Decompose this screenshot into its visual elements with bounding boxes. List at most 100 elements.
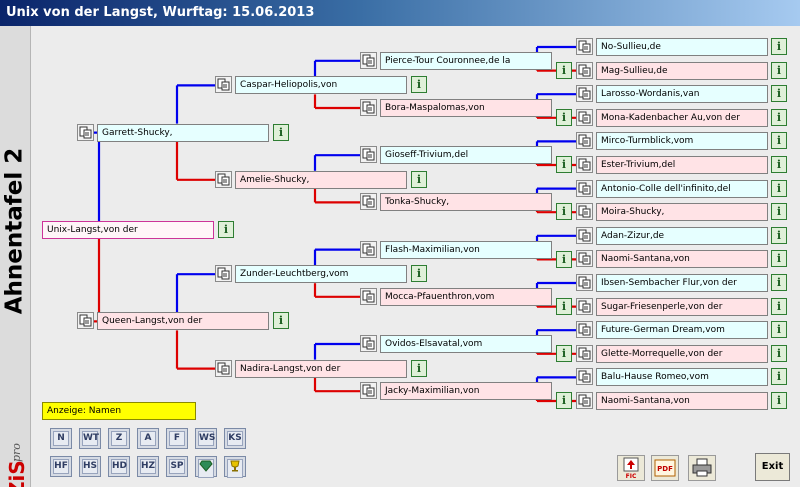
view-button-f[interactable]: F xyxy=(166,428,188,449)
info-button-gen3-1[interactable]: i xyxy=(556,109,572,126)
sire-box-gen1-0[interactable]: Garrett-Shucky, xyxy=(97,124,269,142)
sire-box-gen3-4[interactable]: Flash-Maximilian,von xyxy=(380,241,552,259)
view-button-sp[interactable]: SP xyxy=(166,456,188,477)
sire-box-gen4-14[interactable]: Balu-Hause Romeo,vom xyxy=(596,368,768,386)
info-button-gen4-8[interactable]: i xyxy=(771,227,787,244)
sire-box-gen2-2[interactable]: Zunder-Leuchtberg,vom xyxy=(235,265,407,283)
pedigree-button-gen4-3[interactable] xyxy=(576,109,593,126)
pedigree-button-gen3-7[interactable] xyxy=(360,382,377,399)
pedigree-button-gen3-6[interactable] xyxy=(360,335,377,352)
info-button-gen2-0[interactable]: i xyxy=(411,76,427,93)
pedigree-button-gen3-2[interactable] xyxy=(360,146,377,163)
info-button-gen3-6[interactable]: i xyxy=(556,345,572,362)
pedigree-button-gen2-0[interactable] xyxy=(215,76,232,93)
dam-box-gen3-7[interactable]: Jacky-Maximilian,von xyxy=(380,382,552,400)
info-button-gen2-2[interactable]: i xyxy=(411,265,427,282)
info-button-gen4-4[interactable]: i xyxy=(771,132,787,149)
pedigree-button-gen4-4[interactable] xyxy=(576,132,593,149)
pedigree-button-gen4-2[interactable] xyxy=(576,85,593,102)
info-button-gen4-10[interactable]: i xyxy=(771,274,787,291)
pedigree-button-gen1-1[interactable] xyxy=(77,312,94,329)
view-button-hf[interactable]: HF xyxy=(50,456,72,477)
pedigree-button-gen3-0[interactable] xyxy=(360,52,377,69)
sire-box-gen2-0[interactable]: Caspar-Heliopolis,von xyxy=(235,76,407,94)
view-button-ws[interactable]: WS xyxy=(195,428,217,449)
pedigree-button-gen3-5[interactable] xyxy=(360,288,377,305)
info-button-gen4-3[interactable]: i xyxy=(771,109,787,126)
dam-box-gen4-11[interactable]: Sugar-Friesenperle,von der xyxy=(596,298,768,316)
info-button-gen4-7[interactable]: i xyxy=(771,203,787,220)
info-button-gen4-2[interactable]: i xyxy=(771,85,787,102)
info-button-gen2-1[interactable]: i xyxy=(411,171,427,188)
info-button-gen3-5[interactable]: i xyxy=(556,298,572,315)
pedigree-button-gen4-10[interactable] xyxy=(576,274,593,291)
view-button-gem[interactable] xyxy=(195,456,217,478)
info-button-gen4-5[interactable]: i xyxy=(771,156,787,173)
dam-box-gen3-5[interactable]: Mocca-Pfauenthron,vom xyxy=(380,288,552,306)
pedigree-button-gen4-11[interactable] xyxy=(576,298,593,315)
info-button-gen1-1[interactable]: i xyxy=(273,312,289,329)
pedigree-button-gen2-1[interactable] xyxy=(215,171,232,188)
pdf-export-button[interactable]: PDF xyxy=(651,455,679,481)
dam-box-gen2-3[interactable]: Nadira-Langst,von der xyxy=(235,360,407,378)
pedigree-button-gen2-3[interactable] xyxy=(215,360,232,377)
pedigree-button-gen4-1[interactable] xyxy=(576,62,593,79)
info-button-gen4-6[interactable]: i xyxy=(771,180,787,197)
pedigree-button-gen3-4[interactable] xyxy=(360,241,377,258)
info-button-gen2-3[interactable]: i xyxy=(411,360,427,377)
sire-box-gen4-0[interactable]: No-Sullieu,de xyxy=(596,38,768,56)
print-button[interactable] xyxy=(688,455,716,481)
sire-box-gen4-6[interactable]: Antonio-Colle dell'infinito,del xyxy=(596,180,768,198)
sire-box-gen4-8[interactable]: Adan-Zizur,de xyxy=(596,227,768,245)
pedigree-button-gen4-9[interactable] xyxy=(576,250,593,267)
info-button-gen4-11[interactable]: i xyxy=(771,298,787,315)
pedigree-button-gen3-3[interactable] xyxy=(360,193,377,210)
view-button-n[interactable]: N xyxy=(50,428,72,449)
info-button-gen3-3[interactable]: i xyxy=(556,203,572,220)
info-button-root-0[interactable]: i xyxy=(218,221,234,238)
info-button-gen1-0[interactable]: i xyxy=(273,124,289,141)
pedigree-button-gen4-13[interactable] xyxy=(576,345,593,362)
info-button-gen4-13[interactable]: i xyxy=(771,345,787,362)
sire-box-gen4-4[interactable]: Mirco-Turmblick,vom xyxy=(596,132,768,150)
pedigree-button-gen4-5[interactable] xyxy=(576,156,593,173)
fic-export-button[interactable]: FIC xyxy=(617,455,645,481)
pedigree-button-gen4-6[interactable] xyxy=(576,180,593,197)
info-button-gen3-0[interactable]: i xyxy=(556,62,572,79)
view-button-cup[interactable] xyxy=(224,456,246,478)
dam-box-gen4-7[interactable]: Moira-Shucky, xyxy=(596,203,768,221)
info-button-gen4-0[interactable]: i xyxy=(771,38,787,55)
sire-box-gen3-0[interactable]: Pierce-Tour Couronnee,de la xyxy=(380,52,552,70)
pedigree-button-gen1-0[interactable] xyxy=(77,124,94,141)
view-button-ks[interactable]: KS xyxy=(224,428,246,449)
pedigree-button-gen2-2[interactable] xyxy=(215,265,232,282)
view-button-hd[interactable]: HD xyxy=(108,456,130,477)
info-button-gen4-1[interactable]: i xyxy=(771,62,787,79)
view-button-hs[interactable]: HS xyxy=(79,456,101,477)
info-button-gen3-7[interactable]: i xyxy=(556,392,572,409)
sire-box-gen4-12[interactable]: Future-German Dream,vom xyxy=(596,321,768,339)
info-button-gen3-4[interactable]: i xyxy=(556,251,572,268)
sire-box-gen3-2[interactable]: Gioseff-Trivium,del xyxy=(380,146,552,164)
dam-box-gen1-1[interactable]: Queen-Langst,von der xyxy=(97,312,269,330)
view-button-wt[interactable]: WT xyxy=(79,428,101,449)
dam-box-gen3-3[interactable]: Tonka-Shucky, xyxy=(380,193,552,211)
dam-box-gen4-15[interactable]: Naomi-Santana,von xyxy=(596,392,768,410)
dam-box-gen4-1[interactable]: Mag-Sullieu,de xyxy=(596,62,768,80)
pedigree-button-gen3-1[interactable] xyxy=(360,99,377,116)
view-button-a[interactable]: A xyxy=(137,428,159,449)
pedigree-button-gen4-7[interactable] xyxy=(576,203,593,220)
pedigree-button-gen4-8[interactable] xyxy=(576,227,593,244)
subject-box[interactable]: Unix-Langst,von der xyxy=(42,221,214,239)
dam-box-gen2-1[interactable]: Amelie-Shucky, xyxy=(235,171,407,189)
dam-box-gen4-13[interactable]: Glette-Morrequelle,von der xyxy=(596,345,768,363)
pedigree-button-gen4-0[interactable] xyxy=(576,38,593,55)
info-button-gen4-14[interactable]: i xyxy=(771,368,787,385)
exit-button[interactable]: Exit xyxy=(755,453,790,481)
dam-box-gen4-3[interactable]: Mona-Kadenbacher Au,von der xyxy=(596,109,768,127)
view-button-z[interactable]: Z xyxy=(108,428,130,449)
view-button-hz[interactable]: HZ xyxy=(137,456,159,477)
sire-box-gen4-10[interactable]: Ibsen-Sembacher Flur,von der xyxy=(596,274,768,292)
info-button-gen4-9[interactable]: i xyxy=(771,250,787,267)
pedigree-button-gen4-12[interactable] xyxy=(576,321,593,338)
